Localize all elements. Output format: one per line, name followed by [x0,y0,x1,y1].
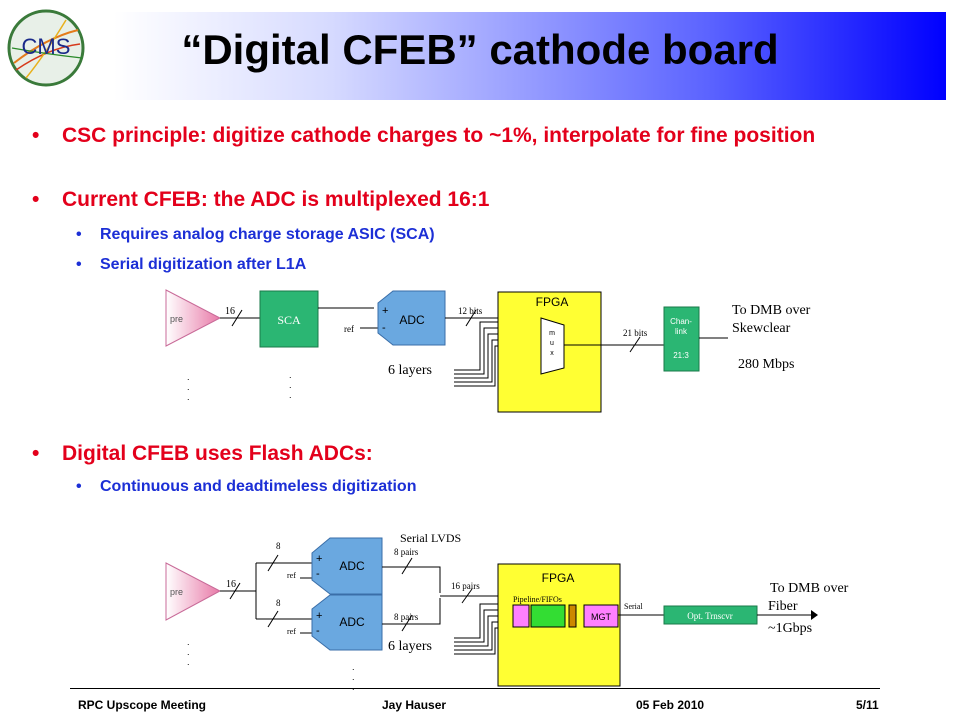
sca-block [259,290,319,348]
sca-label: SCA [277,313,301,327]
current-cfeb-diagram: pre 16 . . . SCA . . . ref + - ADC 12 bi… [165,289,811,413]
layers-label: 6 layers [388,363,432,378]
svg-text:.: . [187,637,190,647]
svg-text:.: . [187,372,190,382]
svg-text:.: . [187,382,190,392]
svg-text:Opt. Trnscvr: Opt. Trnscvr [687,611,733,621]
preamp-label: pre [170,314,183,324]
preamp-triangle-2 [165,562,222,621]
adc-block [377,290,446,346]
svg-text:8 pairs: 8 pairs [394,547,419,557]
svg-text:Chan-: Chan- [670,317,692,326]
slide-title: “Digital CFEB” cathode board [181,26,779,73]
svg-text:ref: ref [287,627,296,636]
svg-text:.: . [187,647,190,657]
svg-text:.: . [289,380,292,390]
adc-label: ADC [399,313,425,327]
svg-text:CMS: CMS [22,34,71,59]
preamp-triangle [165,289,222,347]
serial-label: Serial [624,602,643,611]
bullet-digital-cfeb: Digital CFEB uses Flash ADCs: [32,441,912,466]
pipeline-block-2 [530,604,566,628]
subbullet-serial-digitization: Serial digitization after L1A [76,256,306,274]
adc-block-bottom [311,594,383,651]
pipeline-label: Pipeline/FIFOs [513,595,562,604]
svg-text:.: . [352,682,355,690]
adc-top-label: ADC [339,559,365,573]
out-label-1: To DMB over [732,303,811,318]
svg-text:-: - [316,568,320,580]
svg-text:.: . [289,390,292,400]
out-label-fiber-2: Fiber [768,599,798,614]
svg-text:21:3: 21:3 [673,351,689,360]
bullet-current-cfeb: Current CFEB: the ADC is multiplexed 16:… [32,187,912,212]
out-label-2: Skewclear [732,321,791,336]
svg-text:pre: pre [170,587,183,597]
subbullet-continuous: Continuous and deadtimeless digitization [76,478,417,496]
title-bar [0,12,946,100]
svg-text:16 pairs: 16 pairs [451,581,480,591]
chanlink-block [663,306,700,372]
mgt-block [583,604,619,628]
svg-text:.: . [289,370,292,380]
svg-text:.: . [187,392,190,402]
footer-meeting: RPC Upscope Meeting [78,698,207,712]
svg-text:+: + [316,610,322,622]
footer-date: 05 Feb 2010 [636,698,705,712]
adc-block-top [311,537,383,595]
svg-text:+: + [316,553,322,565]
adc-bottom-label: ADC [339,615,365,629]
layers-label-2: 6 layers [388,639,432,654]
mux-block [540,317,565,375]
svg-text:-: - [382,322,386,334]
bus-16-label: 16 [225,306,235,317]
fpga-label: FPGA [536,295,569,309]
svg-text:8: 8 [276,598,281,608]
serial-lvds-label: Serial LVDS [400,531,461,545]
out-label-fiber-1: To DMB over [770,581,849,596]
svg-text:8 pairs: 8 pairs [394,612,419,622]
bits-12-label: 12 bits [458,306,483,316]
svg-text:MGT: MGT [591,612,611,622]
pipeline-block-1 [512,604,530,628]
footer-page: 5/11 [856,698,879,712]
cms-logo: CMS [7,9,85,87]
svg-text:x: x [550,350,554,357]
svg-text:FPGA: FPGA [542,571,575,585]
rate-label-2: ~1Gbps [768,621,812,636]
svg-text:link: link [675,327,688,336]
footer-author: Jay Hauser [382,698,447,712]
bullet-csc-principle: CSC principle: digitize cathode charges … [32,123,912,148]
svg-text:.: . [352,672,355,682]
rate-label: 280 Mbps [738,357,794,372]
digital-cfeb-diagram: pre 16 . . . 8 8 ref ref + - ADC + - ADC… [165,531,849,690]
bits-21-label: 21 bits [623,328,648,338]
svg-text:.: . [187,657,190,667]
svg-text:u: u [550,340,554,347]
svg-text:-: - [316,625,320,637]
footer-divider [70,688,880,689]
svg-text:ref: ref [287,571,296,580]
subbullet-sca: Requires analog charge storage ASIC (SCA… [76,226,435,244]
svg-text:.: . [352,662,355,672]
svg-text:16: 16 [226,579,236,590]
pipeline-block-3 [568,604,577,628]
svg-text:8: 8 [276,541,281,551]
svg-text:m: m [549,330,555,337]
svg-text:+: + [382,305,388,317]
ref-label: ref [344,324,354,334]
